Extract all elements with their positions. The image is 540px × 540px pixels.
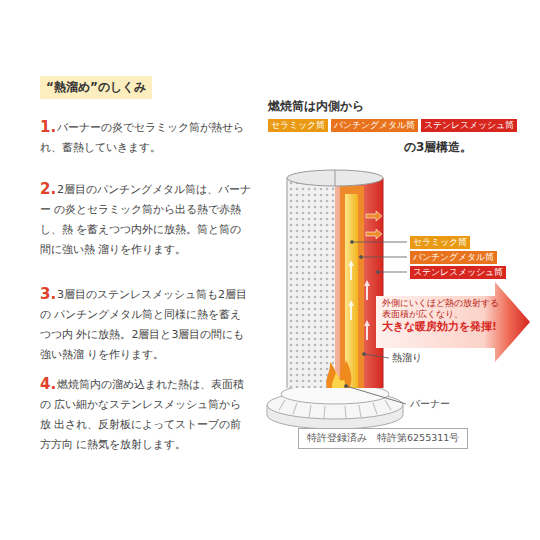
node-text: セラミック筒 <box>271 120 325 130</box>
step-number: 2. <box>40 179 56 199</box>
node-text: ステンレスメッシュ筒 <box>424 120 514 130</box>
combustion-cylinder <box>287 170 383 388</box>
layer-tag: パンチングメタル筒 <box>331 119 418 132</box>
arrow-outline <box>376 282 530 362</box>
layer-tag: ステンレスメッシュ筒 <box>421 119 517 132</box>
node-text: セラミック筒 <box>413 237 467 247</box>
heat-arrow: 外側にいくほど熱の放射する 表面積が広くなり、大きな暖房効力を発揮! <box>376 282 530 362</box>
burner-flame <box>326 360 351 388</box>
heading-suffix: の3層構造。 <box>404 139 472 156</box>
step-text: バーナーの炎でセラミック筒が熱せら れ、蓄熱していきます。 <box>40 118 252 158</box>
node-text: パンチングメタル筒 <box>413 252 494 262</box>
step-number: 1. <box>40 117 56 137</box>
title-band: “熱溜め”のしくみ <box>40 76 152 99</box>
step-number: 3. <box>40 284 56 304</box>
step-number: 4. <box>40 374 56 394</box>
step-text: 2層目のパンチングメタル筒は、バーナー の炎とセラミック筒から出る熱で赤熱し、熱… <box>40 180 252 260</box>
step-text: 燃焼筒内の溜め込まれた熱は、表面積の 広い細かなステンレスメッシュ筒から放 出さ… <box>40 375 252 455</box>
step-text: 3層目のステンレスメッシュ筒も2層目の パンチングメタル筒と同様に熱を蓄えつつ内… <box>40 285 252 365</box>
layer-tag: ステンレスメッシュ筒 <box>410 266 506 279</box>
node-text: 大きな暖房効力を発揮! <box>382 320 506 333</box>
stove-base <box>267 384 403 429</box>
patent-box: 特許登録済み 特許第6255311号 <box>298 428 468 449</box>
node-text: ステンレスメッシュ筒 <box>413 267 503 277</box>
node-text: “熱溜め”のしくみ <box>46 80 146 94</box>
part-label: 熱溜り <box>392 352 422 365</box>
layer-tag: セラミック筒 <box>268 119 328 132</box>
part-label: バーナー <box>410 398 450 411</box>
node-text: 特許登録済み 特許第6255311号 <box>307 432 459 443</box>
layer-tag: パンチングメタル筒 <box>410 251 497 264</box>
node-text: パンチングメタル筒 <box>334 120 415 130</box>
heading-text: 燃焼筒は内側から <box>268 98 364 115</box>
layer-tag: セラミック筒 <box>410 236 470 249</box>
node-text: 外側にいくほど熱の放射する 表面積が広くなり、 <box>382 282 506 320</box>
